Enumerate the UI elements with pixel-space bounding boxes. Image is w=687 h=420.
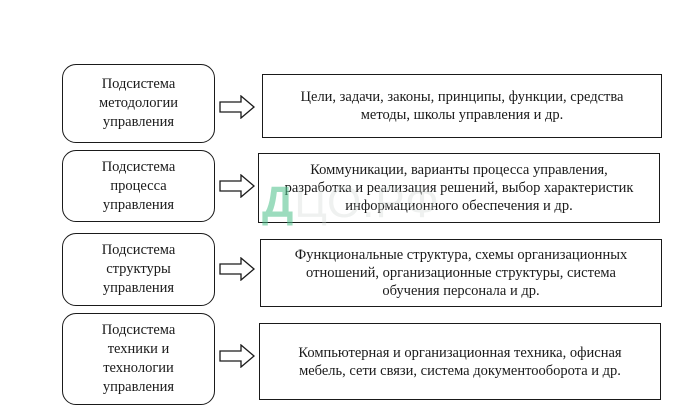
description-box-structure: Функциональные структура, схемы организа… <box>260 239 662 307</box>
subsystem-label: Подсистема процесса управления <box>101 158 176 213</box>
description-box-process: Коммуникации, варианты процесса управлен… <box>258 153 660 223</box>
description-text: Коммуникации, варианты процесса управлен… <box>284 162 634 214</box>
watermark-logo: ДЦО.РФ <box>262 178 440 227</box>
subsystem-box-methodology: Подсистема методологии управления <box>62 64 215 143</box>
right-arrow-icon <box>219 95 255 119</box>
subsystem-label: Подсистема структуры управления <box>101 242 176 296</box>
description-box-methodology: Цели, задачи, законы, принципы, функции,… <box>262 74 662 138</box>
subsystem-label: Подсистема методологии управления <box>99 76 178 130</box>
subsystem-box-technology: Подсистема техники и технологии управлен… <box>62 313 215 405</box>
subsystem-box-process: Подсистема процесса управления <box>62 150 215 222</box>
right-arrow-icon <box>219 174 255 198</box>
subsystem-box-structure: Подсистема структуры управления <box>62 233 215 306</box>
right-arrow-icon <box>219 344 255 368</box>
description-text: Компьютерная и организационная техника, … <box>298 344 622 379</box>
description-text: Цели, задачи, законы, принципы, функции,… <box>300 89 624 123</box>
description-box-technology: Компьютерная и организационная техника, … <box>259 323 661 400</box>
description-text: Функциональные структура, схемы организа… <box>294 247 628 299</box>
right-arrow-icon <box>219 257 255 281</box>
subsystem-label: Подсистема техники и технологии управлен… <box>101 322 176 395</box>
